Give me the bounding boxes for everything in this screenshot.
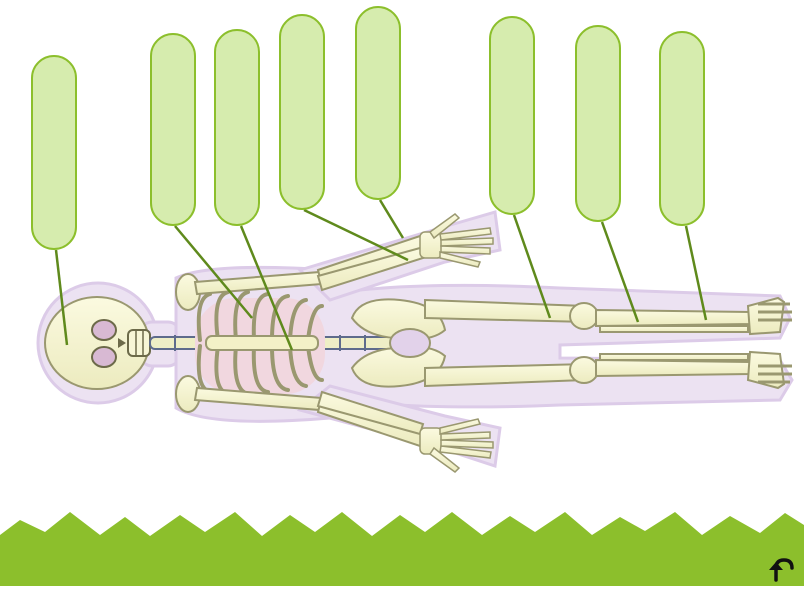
undo-button[interactable] xyxy=(764,554,794,584)
label-slot-sternum[interactable] xyxy=(214,29,260,226)
label-slot-hand-bones[interactable] xyxy=(355,6,401,200)
label-slot-patella[interactable] xyxy=(575,25,621,222)
label-slot-radius-ulna[interactable] xyxy=(279,14,325,210)
undo-arrow-icon xyxy=(764,554,794,584)
label-slot-ribs[interactable] xyxy=(150,33,196,226)
label-slot-skull[interactable] xyxy=(31,55,77,250)
label-slot-tibia-fibula[interactable] xyxy=(659,31,705,226)
leader-line-hand-bones xyxy=(380,200,403,238)
grass-strip xyxy=(0,512,804,586)
label-slot-femur[interactable] xyxy=(489,16,535,215)
skull xyxy=(45,297,150,389)
rib-cage xyxy=(195,292,325,394)
